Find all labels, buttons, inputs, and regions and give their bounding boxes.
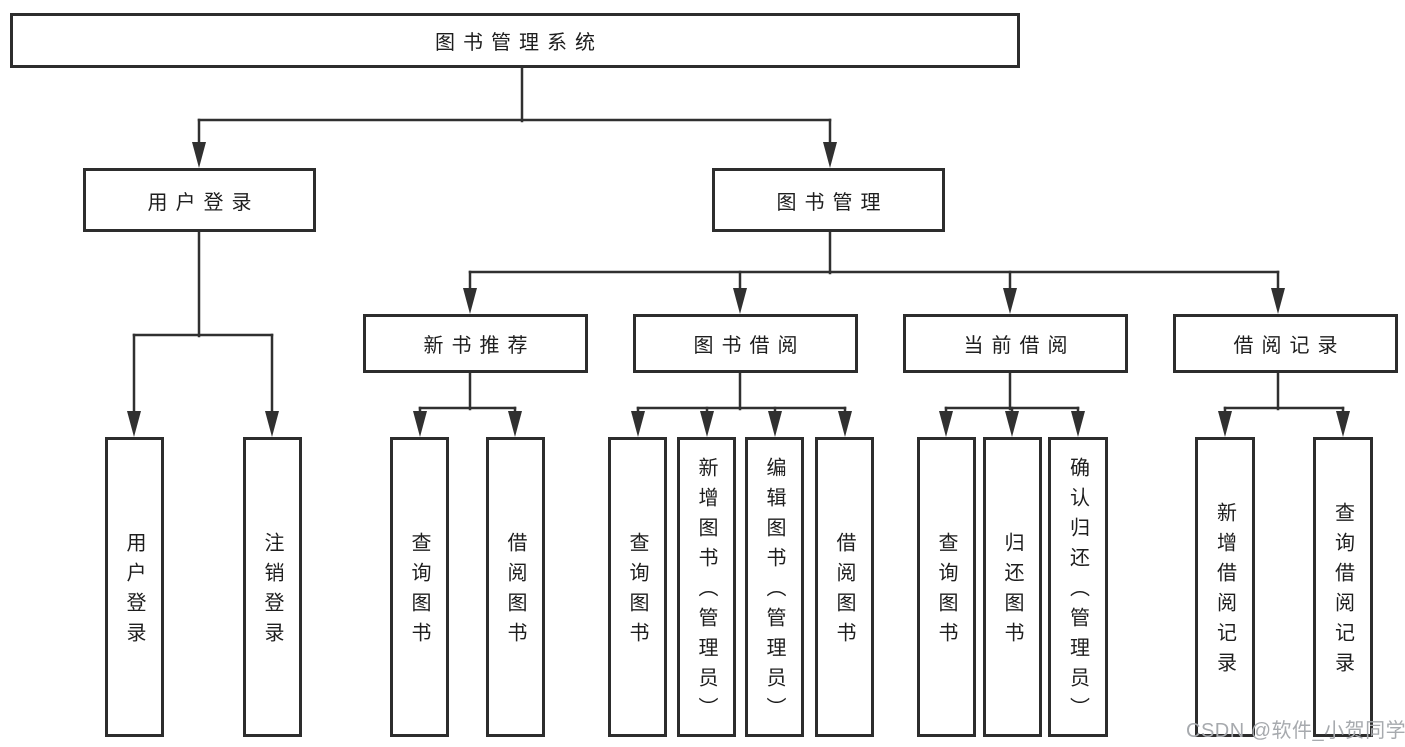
leaf-query-borrow-record: 查询借阅记录 — [1313, 437, 1373, 737]
leaf-label: 新增借阅记录 — [1213, 502, 1236, 682]
leaf-logout: 注销登录 — [243, 437, 302, 737]
leaf-return-books: 归还图书 — [983, 437, 1042, 737]
leaf-edit-books-admin: 编辑图书（管理员） — [745, 437, 804, 737]
leaf-add-books-admin: 新增图书（管理员） — [677, 437, 736, 737]
node-new-book-recommend: 新书推荐 — [363, 314, 588, 373]
leaf-label: 查询图书 — [626, 532, 648, 652]
node-library-management-system: 图书管理系统 — [10, 13, 1020, 68]
node-label: 借阅记录 — [1233, 335, 1346, 357]
leaf-label: 借阅图书 — [504, 532, 526, 652]
leaf-label: 新增图书（管理员） — [695, 457, 717, 727]
leaf-borrow-books-recommend: 借阅图书 — [486, 437, 545, 737]
leaf-label: 用户登录 — [123, 532, 145, 652]
leaf-label: 编辑图书（管理员） — [763, 457, 785, 727]
leaf-confirm-return-admin: 确认归还（管理员） — [1048, 437, 1108, 737]
leaf-label: 归还图书 — [1001, 532, 1023, 652]
leaf-query-books-recommend: 查询图书 — [390, 437, 449, 737]
leaf-query-books-current: 查询图书 — [917, 437, 976, 737]
leaf-label: 注销登录 — [261, 532, 283, 652]
leaf-user-login: 用户登录 — [105, 437, 164, 737]
node-current-borrow: 当前借阅 — [903, 314, 1128, 373]
node-book-management: 图书管理 — [712, 168, 945, 232]
node-label: 图书借阅 — [693, 335, 806, 357]
node-user-login: 用户登录 — [83, 168, 316, 232]
leaf-label: 查询借阅记录 — [1331, 502, 1354, 682]
node-label: 图书管理系统 — [435, 32, 603, 54]
node-label: 图书管理 — [776, 191, 889, 214]
node-borrow-record: 借阅记录 — [1173, 314, 1398, 373]
node-label: 当前借阅 — [963, 335, 1076, 357]
node-label: 新书推荐 — [423, 335, 536, 357]
leaf-label: 查询图书 — [935, 532, 957, 652]
node-label: 用户登录 — [147, 191, 260, 214]
leaf-label: 借阅图书 — [833, 532, 855, 652]
leaf-label: 确认归还（管理员） — [1066, 457, 1089, 727]
leaf-add-borrow-record: 新增借阅记录 — [1195, 437, 1255, 737]
csdn-watermark: CSDN @软件_小贺同学 — [1186, 720, 1405, 742]
leaf-query-books-borrow: 查询图书 — [608, 437, 667, 737]
leaf-label: 查询图书 — [408, 532, 430, 652]
leaf-borrow-books: 借阅图书 — [815, 437, 874, 737]
node-book-borrow: 图书借阅 — [633, 314, 858, 373]
